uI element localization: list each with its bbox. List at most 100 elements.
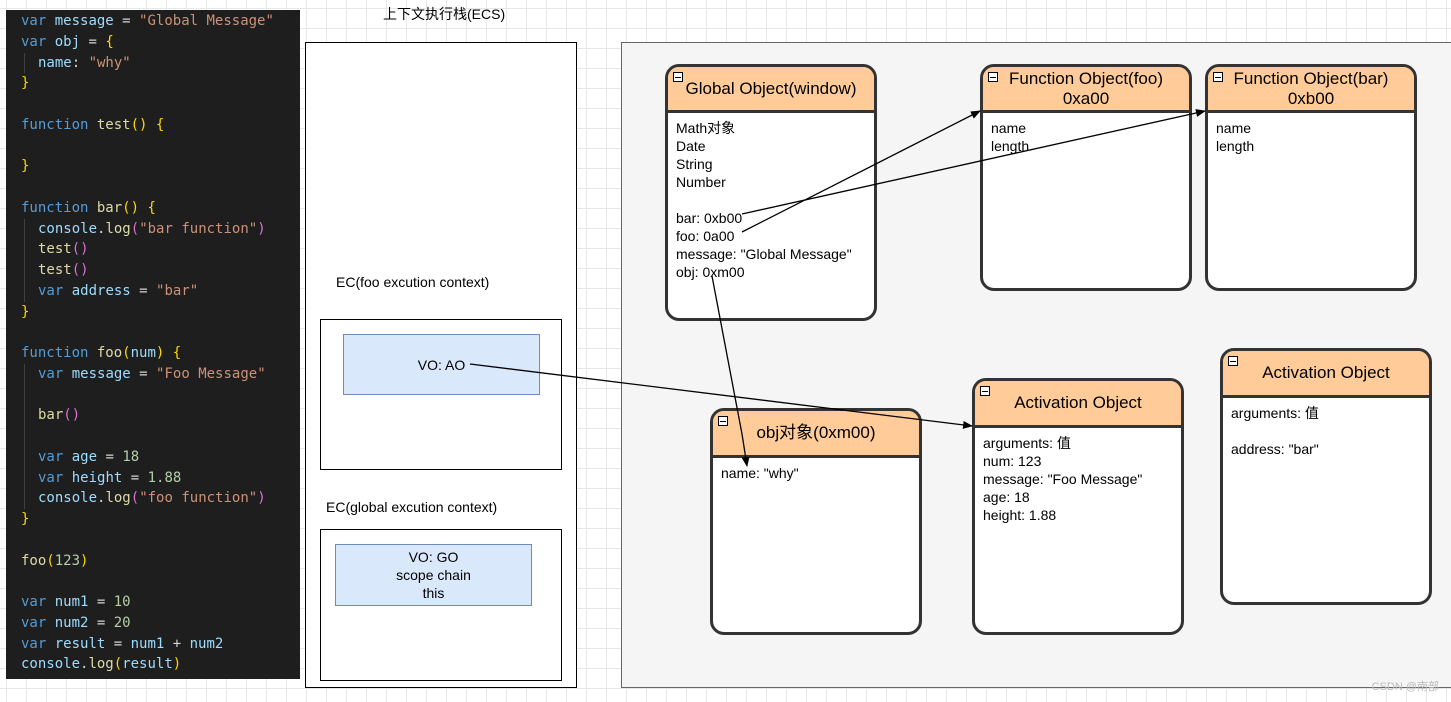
global-vo-line: scope chain: [396, 567, 471, 583]
code-line: test(): [21, 239, 300, 260]
code-line: }: [21, 73, 300, 94]
code-line: var message = "Global Message": [21, 11, 300, 32]
code-token: }: [21, 158, 30, 175]
collapse-icon[interactable]: [1228, 356, 1238, 366]
code-token: [164, 345, 172, 361]
code-token: (): [71, 262, 89, 278]
code-token: (: [130, 220, 140, 237]
code-token: {: [172, 345, 182, 361]
code-token: {: [105, 33, 114, 50]
code-line: var result = num1 + num2: [21, 634, 300, 655]
code-line: [21, 177, 300, 198]
code-token: }: [21, 75, 30, 92]
code-token: 10: [113, 594, 131, 610]
code-token: =: [130, 282, 157, 299]
function-object-foo-title: Function Object(foo): [1008, 68, 1163, 88]
code-token: test: [38, 262, 72, 278]
function-object-bar-address: 0xb00: [1287, 88, 1335, 108]
code-line: }: [21, 302, 300, 323]
code-line: }: [21, 156, 300, 177]
property-line: Number: [676, 174, 726, 190]
code-line: [21, 530, 300, 551]
code-token: [46, 636, 54, 652]
collapse-icon[interactable]: [718, 416, 728, 426]
code-token: "bar": [156, 282, 199, 299]
activation-object-bar-box: Activation Object arguments: 值 address: "…: [1220, 348, 1432, 605]
obj-object-header: obj对象(0xm00): [713, 411, 919, 458]
code-token: [88, 117, 96, 133]
code-token: (: [113, 656, 123, 673]
code-token: ): [257, 490, 266, 507]
code-token: var: [21, 635, 47, 652]
code-token: (): [130, 116, 148, 133]
code-token: "Foo Message": [156, 365, 266, 382]
code-token: "Global Message": [139, 13, 274, 29]
code-token: 18: [122, 448, 140, 465]
code-token: "bar function": [139, 220, 258, 237]
code-line: name: "why": [21, 52, 300, 74]
code-line: var num1 = 10: [21, 592, 300, 613]
code-token: =: [105, 635, 131, 652]
global-vo-line: VO: GO: [408, 549, 459, 565]
code-token: result: [122, 656, 173, 673]
code-token: num2: [54, 614, 89, 631]
code-line: console.log("bar function"): [21, 218, 300, 240]
code-token: console: [38, 220, 98, 237]
code-token: num: [130, 345, 156, 361]
code-line: function test() {: [21, 115, 300, 136]
code-token: }: [21, 303, 30, 320]
code-token: =: [113, 13, 140, 29]
collapse-icon[interactable]: [980, 386, 990, 396]
property-line: length: [991, 138, 1030, 154]
code-token: num1: [54, 594, 89, 610]
code-token: var: [21, 33, 47, 50]
global-vo-box: VO: GO scope chain this: [335, 544, 532, 606]
property-line: name: [991, 120, 1027, 136]
code-token: var: [21, 13, 47, 29]
code-token: ): [172, 656, 182, 673]
code-token: =: [88, 614, 114, 631]
code-line: foo(123): [21, 551, 300, 572]
property-line: address: "bar": [1231, 441, 1319, 457]
activation-object-bar-header: Activation Object: [1223, 351, 1429, 398]
code-token: {: [155, 116, 165, 133]
global-object-header: Global Object(window): [668, 67, 874, 113]
code-token: num1: [130, 635, 165, 652]
property-line: [676, 191, 866, 209]
property-line: Math对象: [676, 120, 736, 136]
code-token: 20: [113, 614, 131, 631]
code-token: "foo function": [139, 490, 258, 507]
collapse-icon[interactable]: [1213, 72, 1223, 82]
code-token: =: [122, 469, 148, 486]
obj-object-box: obj对象(0xm00) name: "why": [710, 408, 922, 635]
property-line: Date: [676, 138, 706, 154]
code-line: var age = 18: [21, 446, 300, 468]
code-editor: var message = "Global Message"var obj = …: [6, 10, 300, 679]
code-token: console: [38, 490, 98, 507]
property-line: message: "Foo Message": [983, 471, 1143, 487]
code-line: [21, 571, 300, 592]
collapse-icon[interactable]: [673, 72, 683, 82]
code-token: name: [38, 54, 72, 71]
ecs-title: 上下文执行栈(ECS): [383, 6, 506, 22]
property-line: arguments: 值: [983, 435, 1071, 451]
property-line: bar: 0xb00: [676, 210, 743, 226]
collapse-icon[interactable]: [988, 72, 998, 82]
obj-object-title: obj对象(0xm00): [756, 423, 876, 442]
code-line: function foo(num) {: [21, 343, 300, 364]
property-line: arguments: 值: [1231, 405, 1319, 421]
code-token: +: [164, 635, 190, 652]
code-token: var: [38, 282, 64, 299]
property-line: [1231, 422, 1421, 440]
code-token: bar: [38, 407, 64, 424]
code-token: [63, 449, 71, 465]
code-line: var address = "bar": [21, 280, 300, 302]
activation-object-bar-body: arguments: 值 address: "bar": [1223, 398, 1429, 464]
code-token: log: [105, 490, 131, 507]
code-token: .: [97, 490, 106, 507]
